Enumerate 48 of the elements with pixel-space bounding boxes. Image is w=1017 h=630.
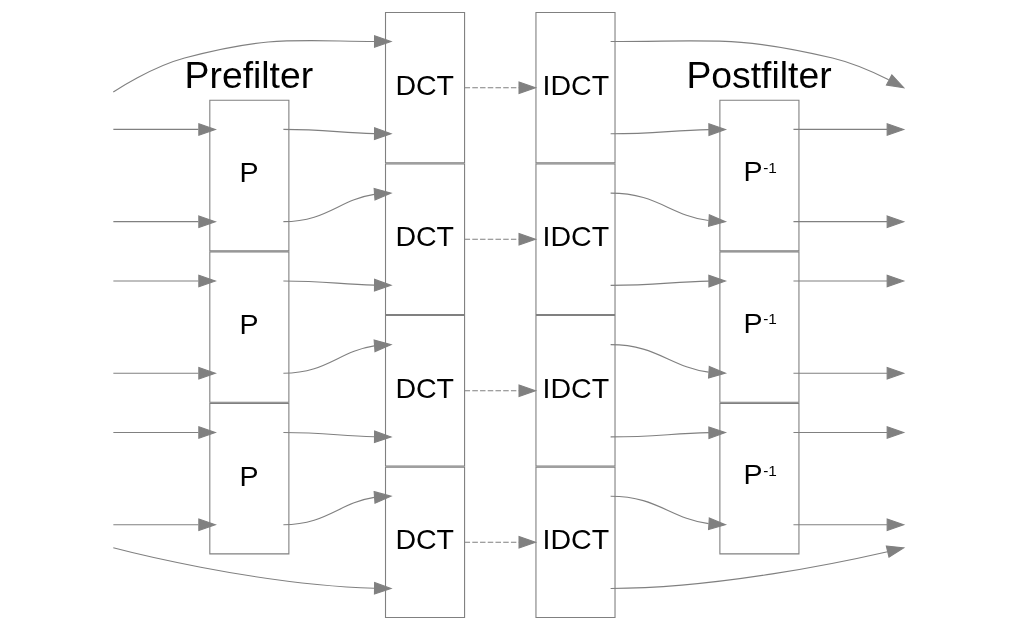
arrow [792,425,906,440]
node-box: DCT [384,163,466,315]
node-box: P$^{-1}$ [719,99,800,252]
node-box: IDCT [535,163,616,315]
arrow [792,215,906,229]
node-box: P$^{-1}$ [719,251,800,403]
arrow [282,490,393,526]
arrow [610,123,728,137]
node-box: DCT [384,11,466,164]
arrow [282,339,393,374]
node-box: IDCT [535,315,616,467]
arrow [610,545,906,589]
arrow [464,81,538,95]
arrow [792,122,906,136]
arrow [610,426,728,440]
node-box: DCT [384,315,466,467]
arrow [112,34,393,93]
node-box: P [209,99,290,252]
arrow [792,518,906,532]
arrow [112,274,217,288]
arrow [792,366,906,380]
arrow [282,430,393,444]
arrow [792,274,906,288]
arrow [464,232,538,246]
arrow [610,344,728,379]
node-box: P [209,251,290,403]
arrow [112,518,217,532]
arrow [610,495,728,531]
node-box: IDCT [535,11,616,164]
arrow [112,215,217,229]
arrow [282,278,393,292]
node-box: P [209,402,290,555]
arrow [464,535,538,549]
arrow [610,274,728,288]
arrow [112,366,217,380]
node-box: P$^{-1}$ [719,402,800,555]
arrow [282,127,393,141]
arrow [112,547,393,595]
arrow [282,187,393,223]
label: Postfilter [686,54,832,97]
arrow [610,40,906,89]
node-box: IDCT [535,466,616,619]
node-box: DCT [384,466,466,619]
label: Prefilter [184,54,314,97]
arrow [610,192,728,228]
arrow [112,122,217,136]
arrow [112,425,217,440]
arrow [464,384,538,398]
